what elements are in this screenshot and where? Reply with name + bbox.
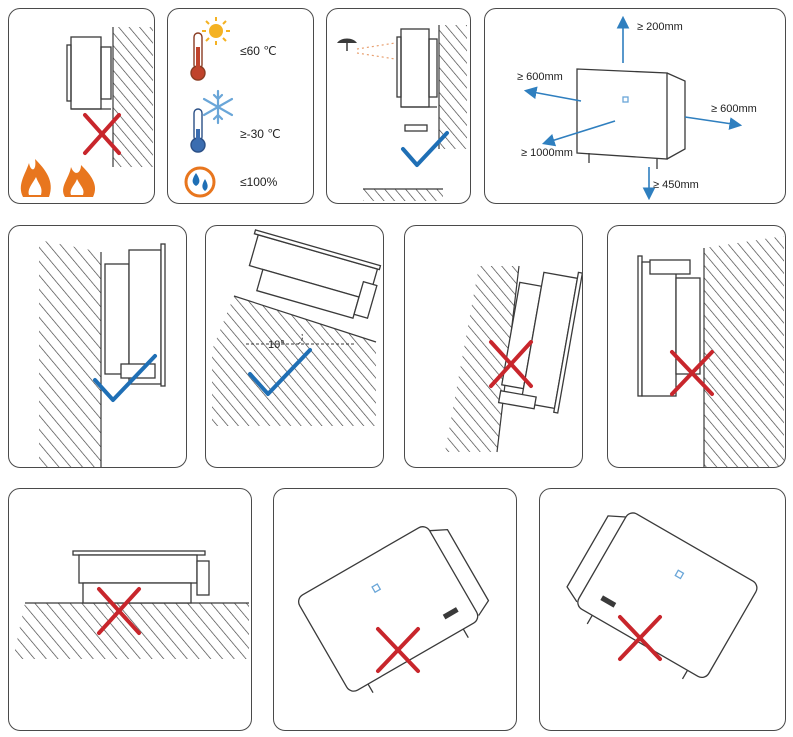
clearance-front-label: ≥ 1000mm <box>521 147 573 159</box>
panel-no-flammable <box>8 8 155 204</box>
wall <box>703 236 784 467</box>
inverter-front-view <box>297 526 490 694</box>
clearance-arrows <box>523 15 743 201</box>
inverter-side-view <box>104 243 166 387</box>
tilt-angle-label: 10° <box>268 339 285 351</box>
check-mark <box>248 348 312 396</box>
wall <box>39 240 102 467</box>
panel-horizontal-no <box>8 488 252 731</box>
wall <box>112 27 153 167</box>
check-mark <box>93 354 157 402</box>
inverter-front-view <box>566 512 758 680</box>
humidity-icon <box>184 166 216 198</box>
angle-indicator <box>246 333 356 345</box>
min-temperature-label: ≥-30 ℃ <box>240 127 281 141</box>
thermometer-cold-icon <box>190 108 206 153</box>
panel-tilt-forward-no <box>404 225 583 468</box>
ground <box>363 188 443 201</box>
panel-environment: ≤60 ℃ ≥-30 ℃ ≤100% <box>167 8 314 204</box>
inverter-side-view <box>72 550 210 604</box>
rain-cover-icon <box>337 38 396 60</box>
cross-mark <box>97 587 141 635</box>
inverter-side-view <box>396 28 438 132</box>
inverter-side-view <box>637 255 701 397</box>
max-temperature-label: ≤60 ℃ <box>240 44 277 58</box>
panel-inverted-no <box>607 225 786 468</box>
sun-icon <box>202 17 230 45</box>
cross-mark <box>618 615 662 661</box>
cross-mark <box>670 350 714 396</box>
panel-rotated-left-no <box>273 488 517 731</box>
floor <box>13 602 249 659</box>
panel-vertical-ok <box>8 225 187 468</box>
clearance-left-label: ≥ 600mm <box>517 71 563 83</box>
snowflake-icon <box>202 89 234 125</box>
clearance-right-label: ≥ 600mm <box>711 103 757 115</box>
cross-mark <box>83 113 121 155</box>
panel-shelter <box>326 8 471 204</box>
inverter-front-view <box>576 68 686 169</box>
clearance-top-label: ≥ 200mm <box>637 21 683 33</box>
cross-mark <box>376 627 420 673</box>
flame-icon <box>20 159 96 197</box>
thermometer-hot-icon <box>190 32 206 81</box>
wall <box>438 25 467 149</box>
panel-rotated-right-no <box>539 488 786 731</box>
humidity-label: ≤100% <box>240 175 278 189</box>
panel-clearance: ≥ 200mm ≥ 600mm ≥ 600mm ≥ 1000mm ≥ 450mm <box>484 8 786 204</box>
check-mark <box>401 131 449 167</box>
clearance-bottom-label: ≥ 450mm <box>653 179 699 191</box>
inverter-side-view <box>248 229 382 320</box>
sloped-wall <box>212 295 377 426</box>
inverter-side-view <box>66 36 112 110</box>
inverter-side-view <box>497 271 582 414</box>
cross-mark <box>489 340 533 388</box>
panel-tilt-ok: 10° <box>205 225 384 468</box>
